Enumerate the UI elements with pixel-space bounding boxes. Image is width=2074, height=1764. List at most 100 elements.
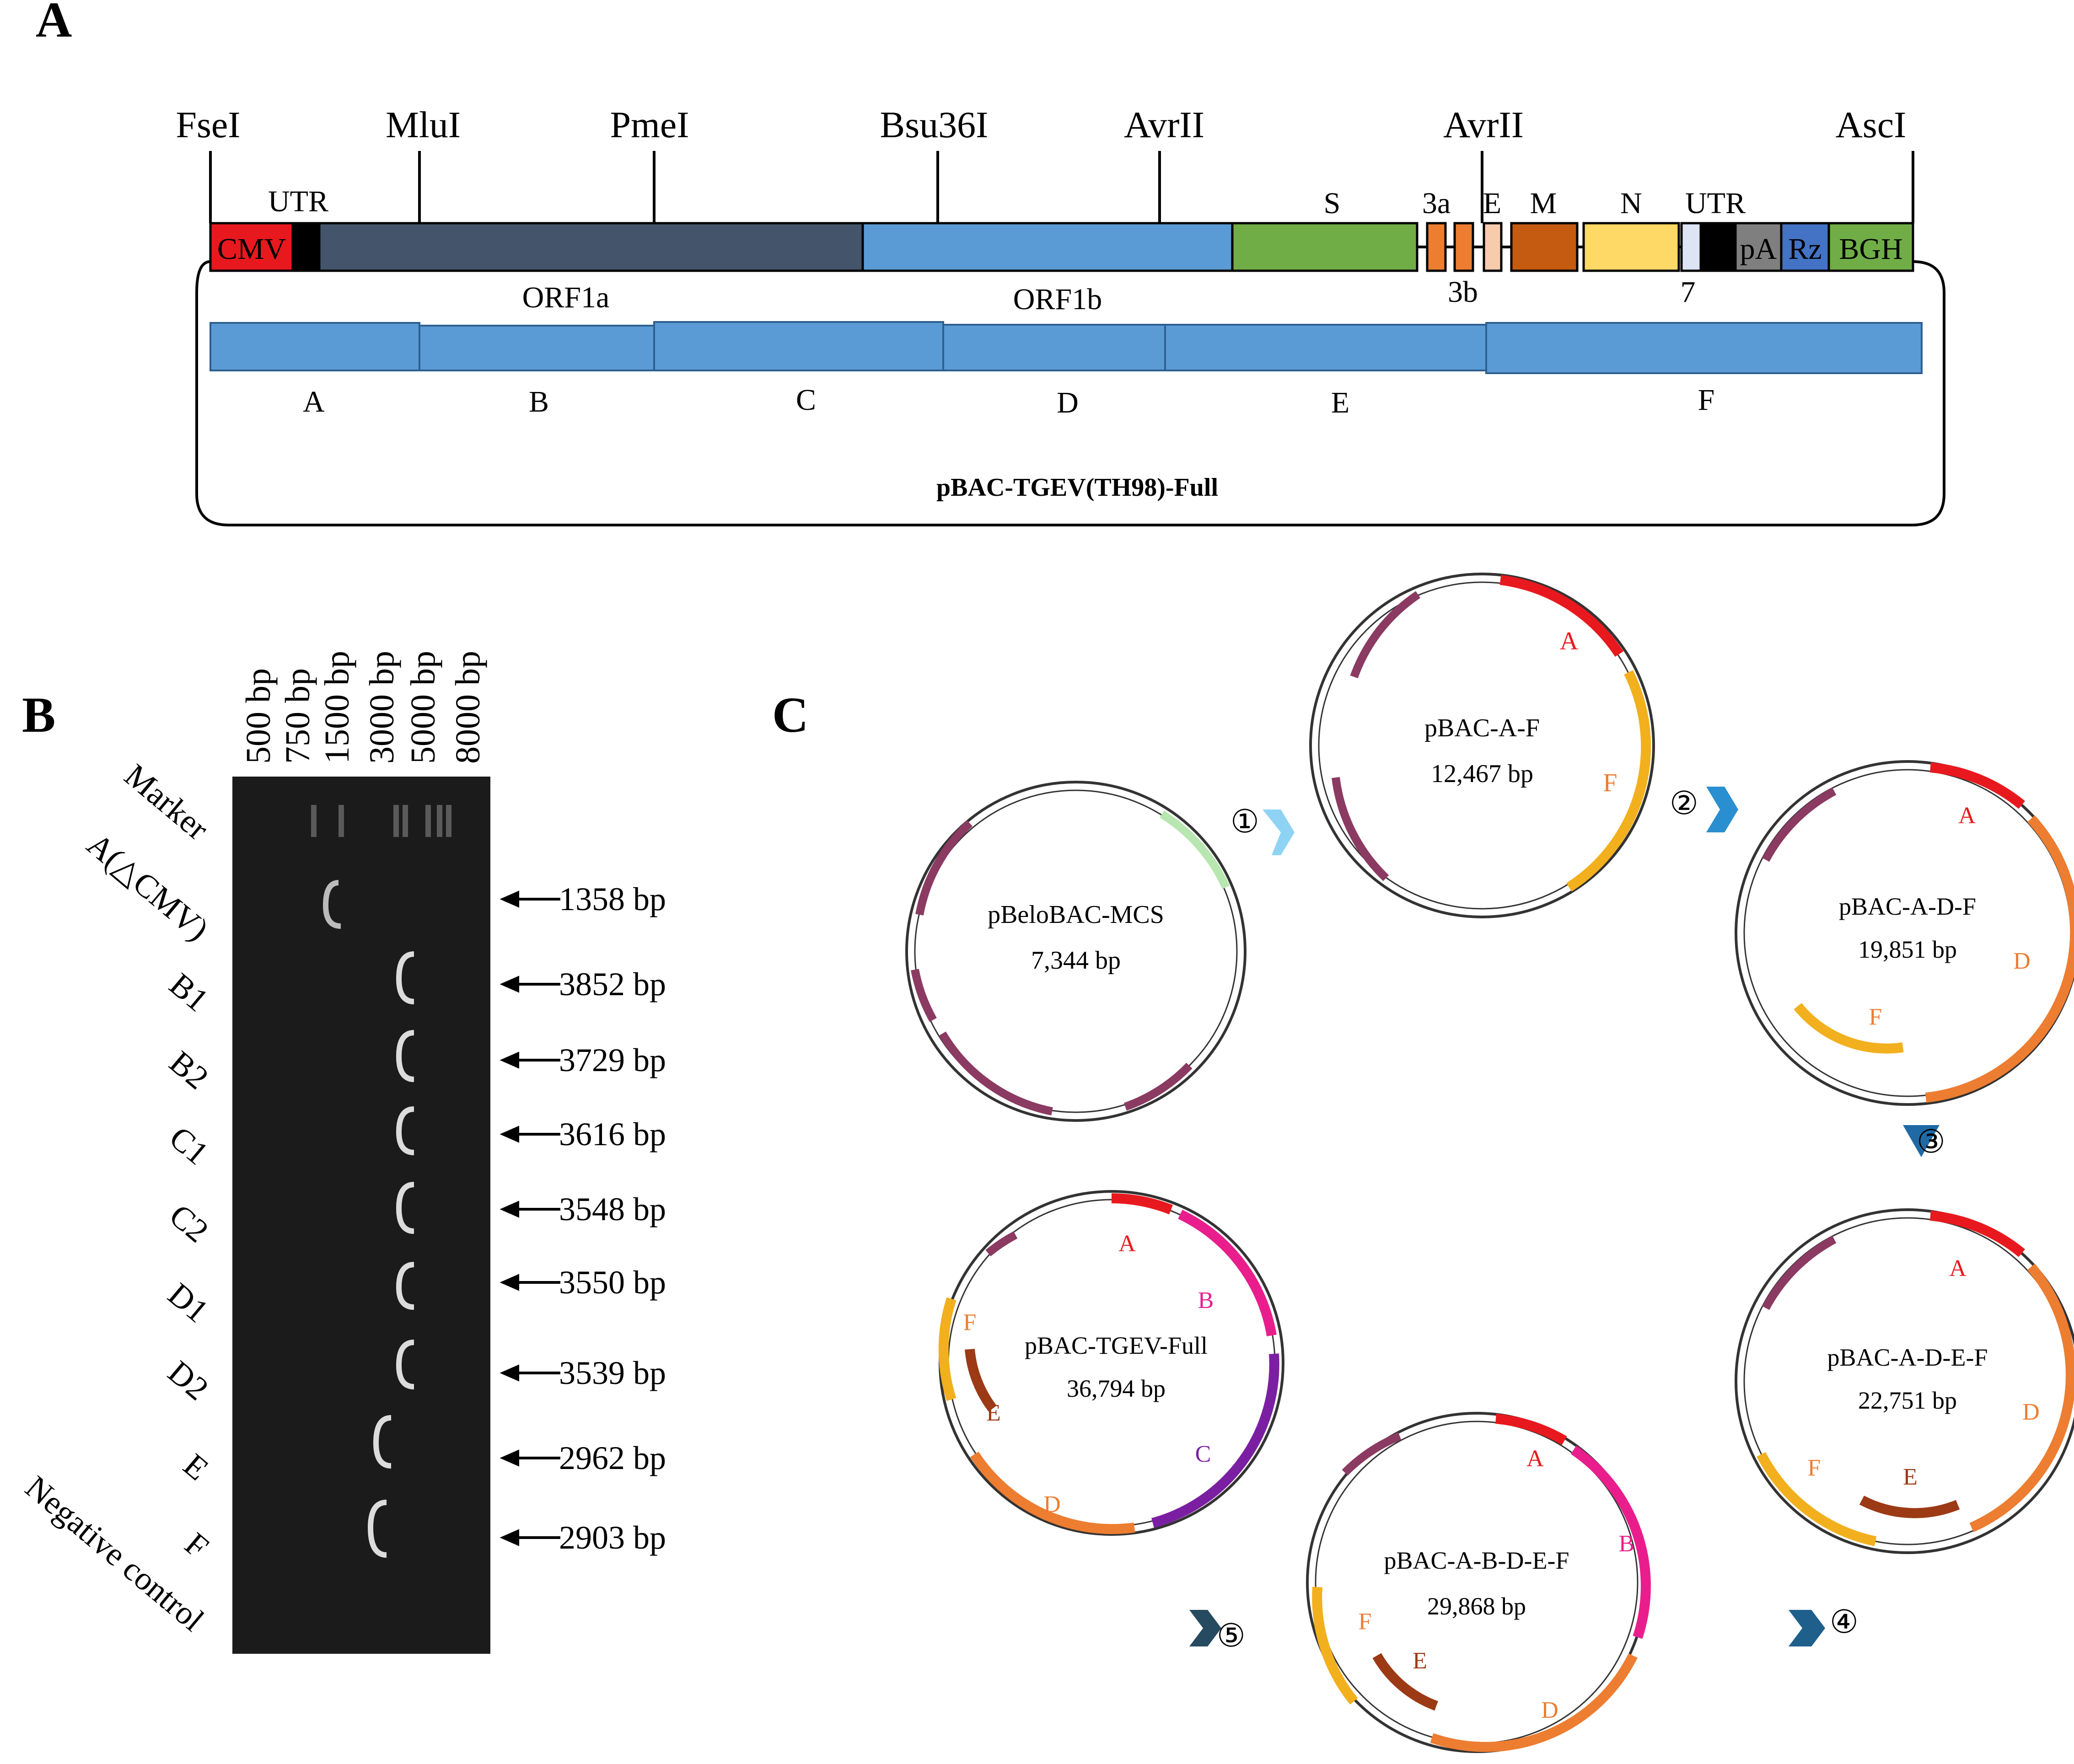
plasmid-pbac-tgev-full-frag-d: D [1043,1491,1061,1517]
step-chevrons [1189,787,1940,1646]
lane-d1-label: D1 [161,1276,215,1330]
lane-c1-label: C1 [162,1119,215,1172]
plasmid-pbac-a-d-e-f-frag-a: A [1949,1255,1967,1281]
lane-marker-label: Marker [118,757,215,847]
plasmid-pbac-a-d-f: A D F pBAC-A-D-F 19,851 bp [1735,760,2074,1106]
band-d2-size: 3539 bp [559,1355,666,1391]
band-e-size: 2962 bp [559,1440,666,1476]
fragment-d-label: D [1057,386,1079,419]
plasmid-pbac-a-d-f-size: 19,851 bp [1858,936,1957,963]
site-avrii-label-2: AvrII [1443,104,1524,145]
plasmid-pbac-tgev-full-frag-e: E [986,1400,1001,1426]
lane-b2-label: B2 [162,1044,215,1096]
step-1-number: ① [1230,804,1259,839]
plasmid-pbac-a-d-e-f-frag-e: E [1903,1464,1918,1490]
band-a [322,880,341,929]
marker-1500-label: 1500 bp [318,651,356,764]
marker-size-labels: 500 bp 750 bp 1500 bp 3000 bp 5000 bp 80… [239,651,487,764]
plasmid-pbac-a-b-d-e-f: A B D E F pBAC-A-B-D-E-F 29,868 bp [1306,1412,1651,1753]
step-1-chevron [1253,810,1295,855]
lane-e-label: E [177,1447,215,1488]
fragment-a-label: A [303,385,325,418]
bgh-label: BGH [1839,232,1902,266]
orf1a-block [318,222,864,272]
site-bsu36i-label: Bsu36I [880,104,989,145]
fragment-d [942,324,1166,371]
genome-map [209,222,1914,272]
gene-7-label: 7 [1681,275,1696,309]
plasmid-pbac-tgev-full: A B C D E F pBAC-TGEV-Full 36,794 bp [938,1190,1284,1536]
marker-5000-label: 5000 bp [404,651,442,764]
plasmid-pbac-a-d-f-frag-a: A [1958,803,1976,829]
fragment-b [419,325,655,371]
plasmid-pbac-a-b-d-e-f-frag-e: E [1413,1648,1427,1674]
n-gene-block [1582,222,1680,272]
gel-image [232,777,490,1654]
lane-b1-label: B1 [162,966,215,1019]
plasmid-pbac-a-d-e-f-frag-f: F [1808,1455,1821,1481]
step-2-number: ② [1670,785,1698,821]
e-gene-block [1483,222,1503,272]
plasmid-pbac-a-d-f-frag-f: F [1869,1004,1882,1030]
panel-a-letter: A [36,0,72,48]
site-mlui-label: MluI [386,104,461,145]
gene-7-block [1680,222,1702,272]
fragment-f-label: F [1698,383,1715,417]
m-gene-label: M [1530,187,1557,220]
utr3-label: UTR [1685,187,1746,220]
m-gene-block [1510,222,1579,272]
genome-labels: CMV UTR S 3a E M N UTR pA Rz BGH 3b 7 OR… [217,185,1903,316]
step-4-chevron [1789,1610,1825,1646]
step-5-chevron [1189,1610,1221,1646]
site-asci-label: AscI [1836,104,1907,145]
plasmid-pbac-a-b-d-e-f-size: 29,868 bp [1427,1592,1526,1620]
pa-label: pA [1740,232,1777,266]
bgh-block [1827,222,1914,272]
site-avrii-label-1: AvrII [1124,104,1204,145]
marker-750-label: 750 bp [279,668,317,764]
plasmid-pbac-a-f: A F pBAC-A-F 12,467 bp [1309,573,1655,918]
fragment-a [210,322,420,371]
cmv-label: CMV [217,232,286,266]
utr3-block [1699,222,1737,272]
gel-bands [322,880,414,1558]
plasmid-pbac-tgev-full-name: pBAC-TGEV-Full [1025,1332,1208,1359]
band-d2 [396,1340,414,1389]
band-f [367,1500,387,1558]
gene-3a-label: 3a [1422,187,1451,220]
lane-c2-label: C2 [162,1197,215,1249]
plasmid-pbac-tgev-full-frag-c: C [1195,1441,1211,1467]
restriction-site-ticks [209,151,1914,223]
s-gene-block [1231,222,1418,272]
band-e [373,1415,392,1469]
fragment-c-label: C [796,383,816,417]
site-fsei-label: FseI [176,104,240,145]
marker-8000-label: 8000 bp [449,651,487,764]
orf1b-block [861,222,1234,272]
band-b1 [396,951,414,1004]
s-gene-label: S [1324,187,1341,220]
step-2-chevron [1697,787,1738,832]
band-b1-size: 3852 bp [559,966,666,1003]
fragment-e [1164,324,1487,371]
fragment-c [653,321,944,371]
orf1b-label: ORF1b [1013,283,1102,316]
rz-label: Rz [1788,232,1821,266]
step-5-number: ⑤ [1217,1618,1246,1653]
plasmid-pbac-a-d-e-f: A D E F pBAC-A-D-E-F 22,751 bp [1735,1208,2074,1554]
band-b2-size: 3729 bp [559,1042,666,1078]
step-3-number: ③ [1917,1124,1945,1159]
n-gene-label: N [1620,187,1642,220]
plasmid-pbac-a-b-d-e-f-name: pBAC-A-B-D-E-F [1384,1547,1569,1574]
band-c2-size: 3548 bp [559,1191,666,1228]
band-c1 [396,1106,414,1155]
e-gene-label: E [1483,187,1501,220]
step-numbers: ① ② ③ ④ ⑤ [1217,785,1945,1653]
marker-ladder [311,805,451,837]
plasmid-pbac-a-d-e-f-size: 22,751 bp [1858,1387,1957,1414]
plasmid-pbac-a-d-e-f-frag-d: D [2022,1399,2040,1425]
marker-500-label: 500 bp [239,668,278,764]
plasmid-pbac-a-f-frag-f: F [1603,769,1617,797]
restriction-site-labels: FseI MluI PmeI Bsu36I AvrII AvrII AscI [176,104,1906,145]
